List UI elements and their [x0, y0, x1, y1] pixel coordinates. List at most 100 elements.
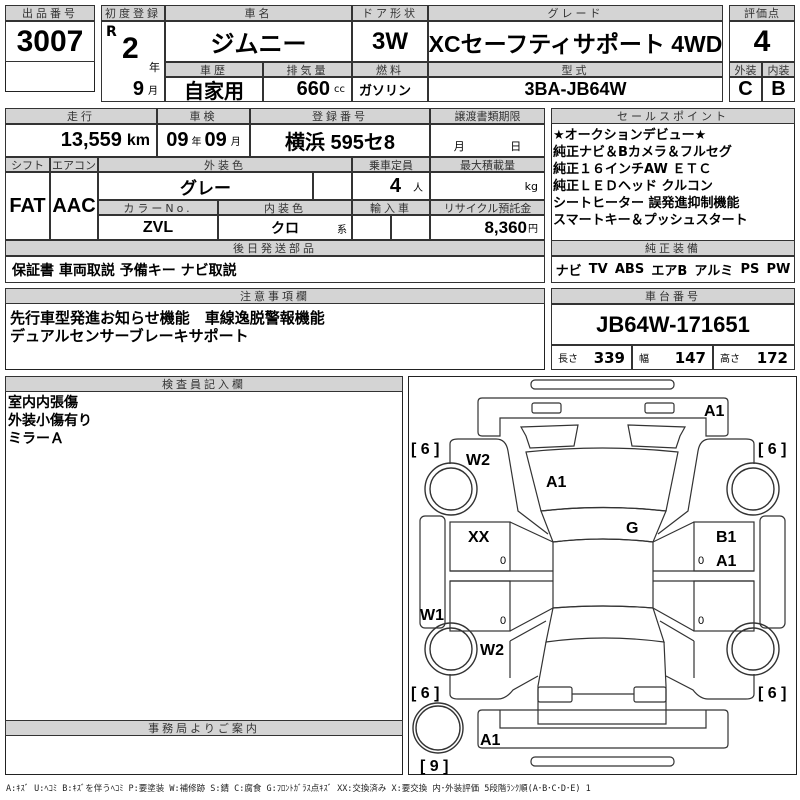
cc-unit: cc	[334, 84, 345, 95]
mark-hood: A1	[546, 474, 567, 491]
capacity-label: 乗車定員	[352, 157, 430, 172]
ext-color-label: 外装色	[98, 157, 352, 172]
grade-value: XCセーフティサポート 4WD	[428, 21, 723, 62]
month-unit: 月	[453, 140, 465, 153]
door-marker: 0	[500, 615, 506, 627]
note-line: 先行車型発進お知らせ機能 車線逸脱警報機能	[10, 309, 325, 327]
height-label: 高さ	[720, 354, 740, 365]
front-bumper	[477, 397, 729, 437]
day-unit: 日	[510, 140, 522, 153]
sales-point: スマートキー＆プッシュスタート	[553, 213, 748, 228]
tire-right-rear: [ 6 ]	[758, 685, 786, 702]
color-no-label: カラーNo.	[98, 200, 218, 215]
equipment-item: アルミ	[694, 264, 734, 279]
first-reg-label: 初度登録	[101, 5, 165, 21]
width-value: 147	[674, 348, 706, 367]
windshield	[540, 506, 667, 543]
equipment-label: 純正装備	[551, 240, 795, 256]
month-unit: 月	[230, 137, 241, 148]
recycle-value: 8,360	[484, 217, 527, 237]
equipment-item: ABS	[614, 262, 645, 277]
model-label: 型式	[428, 62, 723, 77]
history-value: 自家用	[165, 77, 263, 102]
model-value: 3BA-JB64W	[428, 77, 723, 102]
inspector-label: 検査員記入欄	[5, 376, 403, 392]
doors-label: ドア形状	[352, 5, 428, 21]
sales-points-label: セールスポイント	[551, 108, 795, 124]
rear-bar	[530, 756, 675, 767]
inspection-year: 09	[166, 129, 189, 151]
tire-left-front: [ 6 ]	[411, 441, 439, 458]
grade-label: グレード	[428, 5, 723, 21]
inspector-line: 室内内張傷	[8, 395, 78, 411]
tire-spare: [ 9 ]	[420, 758, 448, 775]
tire-left-rear: [ 6 ]	[411, 685, 439, 702]
import-cell-2	[391, 215, 430, 240]
tire-right-front: [ 6 ]	[758, 441, 786, 458]
year-unit: 年	[191, 137, 202, 148]
mileage-label: 走行	[5, 108, 157, 124]
right-step	[759, 515, 786, 629]
color-no-value: ZVL	[98, 215, 218, 240]
tailgate	[537, 641, 667, 725]
inspector-notes: 室内内張傷 外装小傷有り ミラーＡ	[8, 394, 92, 448]
kg-unit: kg	[430, 172, 545, 200]
note-line: デュアルセンサーブレーキサポート	[10, 327, 249, 345]
mark-left-step: W1	[420, 607, 444, 624]
width-label: 幅	[639, 354, 649, 365]
damage-diagram-box	[408, 376, 797, 775]
fuel-value: ガソリン	[352, 77, 428, 102]
right-headlight	[644, 402, 675, 414]
recycle-label: リサイクル預託金	[430, 200, 545, 215]
month-unit: 月	[148, 85, 158, 97]
inspector-line: 外装小傷有り	[8, 413, 92, 429]
right-quarter	[659, 620, 755, 700]
year-unit: 年	[149, 61, 160, 74]
car-name: ジムニー	[165, 21, 352, 62]
score-label: 評価点	[729, 5, 795, 21]
ac-label: エアコン	[50, 157, 98, 172]
inspection-label: 車検	[157, 108, 250, 124]
import-cell-1	[352, 215, 391, 240]
ext-score: C	[729, 77, 762, 102]
notes-label: 注意事項欄	[5, 288, 545, 304]
equipment-item: PW	[766, 262, 791, 277]
notes-text: 先行車型発進お知らせ機能 車線逸脱警報機能 デュアルセンサーブレーキサポート	[10, 309, 325, 345]
later-parts-value: 保証書 車両取説 予備キー ナビ取説	[5, 256, 545, 283]
later-parts-label: 後日発送部品	[5, 240, 545, 256]
rear-lamp-right	[633, 686, 667, 703]
ac-value: AAC	[50, 172, 98, 240]
mark-left-front-fender: W2	[466, 452, 490, 469]
displacement-value: 660	[296, 78, 330, 100]
capacity-value: 4	[389, 174, 401, 197]
history-label: 車歴	[165, 62, 263, 77]
transfer-label: 譲渡書類期限	[430, 108, 545, 124]
mileage-value: 13,559	[60, 129, 122, 151]
door-marker: 0	[500, 555, 506, 567]
rear-lamp-left	[537, 686, 573, 703]
int-score: B	[762, 77, 795, 102]
sales-point: 純正ＬＥＤヘッド クルコン	[553, 179, 713, 194]
grille-right	[627, 424, 687, 449]
first-reg-month: 9	[132, 77, 144, 100]
inspection-month: 09	[204, 129, 227, 151]
mark-rear-bumper: A1	[480, 732, 501, 749]
era: R	[106, 24, 117, 40]
score-value: 4	[729, 21, 795, 62]
legend: A:ｷｽﾞ U:ﾍｺﾐ B:ｷｽﾞを伴うﾍｺﾐ P:要塗装 W:補修跡 S:錆 …	[6, 784, 591, 794]
int-color-unit: 系	[337, 225, 347, 236]
rear-glass	[545, 605, 665, 643]
import-label: 輸入車	[352, 200, 430, 215]
displacement-label: 排気量	[263, 62, 352, 77]
mark-front-bumper: A1	[704, 403, 725, 420]
height-value: 172	[756, 348, 788, 367]
equipment-item: エアB	[651, 264, 688, 279]
plate-label: 登録番号	[250, 108, 430, 124]
first-reg-year-cell: R 2 年	[101, 21, 165, 77]
sales-point: シートヒーター 誤発進抑制機能	[553, 196, 740, 211]
mark-left-front-door: XX	[468, 529, 490, 546]
chassis-number: JB64W-171651	[551, 304, 795, 345]
equipment-item: PS	[740, 262, 760, 277]
